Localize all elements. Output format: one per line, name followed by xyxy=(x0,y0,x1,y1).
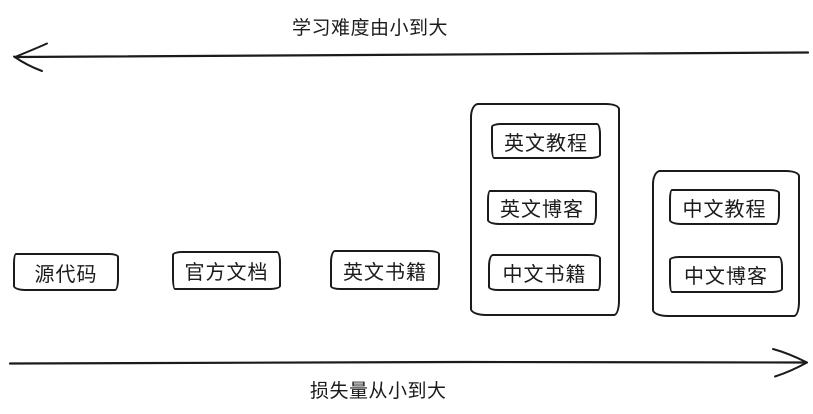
node-english-blogs-label: 英文博客 xyxy=(500,199,584,221)
node-chinese-books: 中文书籍 xyxy=(488,254,601,291)
node-chinese-books-label: 中文书籍 xyxy=(502,264,587,286)
node-chinese-tutorials: 中文教程 xyxy=(669,189,780,225)
node-english-books: 英文书籍 xyxy=(330,250,440,290)
node-chinese-tutorials-label: 中文教程 xyxy=(682,198,767,221)
difficulty-axis-arrow-left-icon xyxy=(13,42,810,72)
node-english-tutorials: 英文教程 xyxy=(491,123,601,159)
node-english-blogs: 英文博客 xyxy=(487,190,597,225)
node-source-code: 源代码 xyxy=(13,253,119,291)
group-english-tutorial-blog-chinese-book: 英文教程 英文博客 中文书籍 xyxy=(470,103,620,316)
node-chinese-blogs: 中文博客 xyxy=(669,256,783,293)
loss-axis-label: 损失量从小到大 xyxy=(310,381,447,402)
node-source-code-label: 源代码 xyxy=(34,263,98,286)
node-english-books-label: 英文书籍 xyxy=(343,261,427,284)
node-english-tutorials-label: 英文教程 xyxy=(504,132,588,155)
loss-axis-arrow-right-icon xyxy=(8,348,808,378)
difficulty-axis-label: 学习难度由小到大 xyxy=(292,18,449,39)
node-official-docs: 官方文档 xyxy=(172,251,281,290)
group-chinese-tutorial-blog: 中文教程 中文博客 xyxy=(652,170,800,317)
node-official-docs-label: 官方文档 xyxy=(184,262,269,284)
node-chinese-blogs-label: 中文博客 xyxy=(684,266,768,288)
